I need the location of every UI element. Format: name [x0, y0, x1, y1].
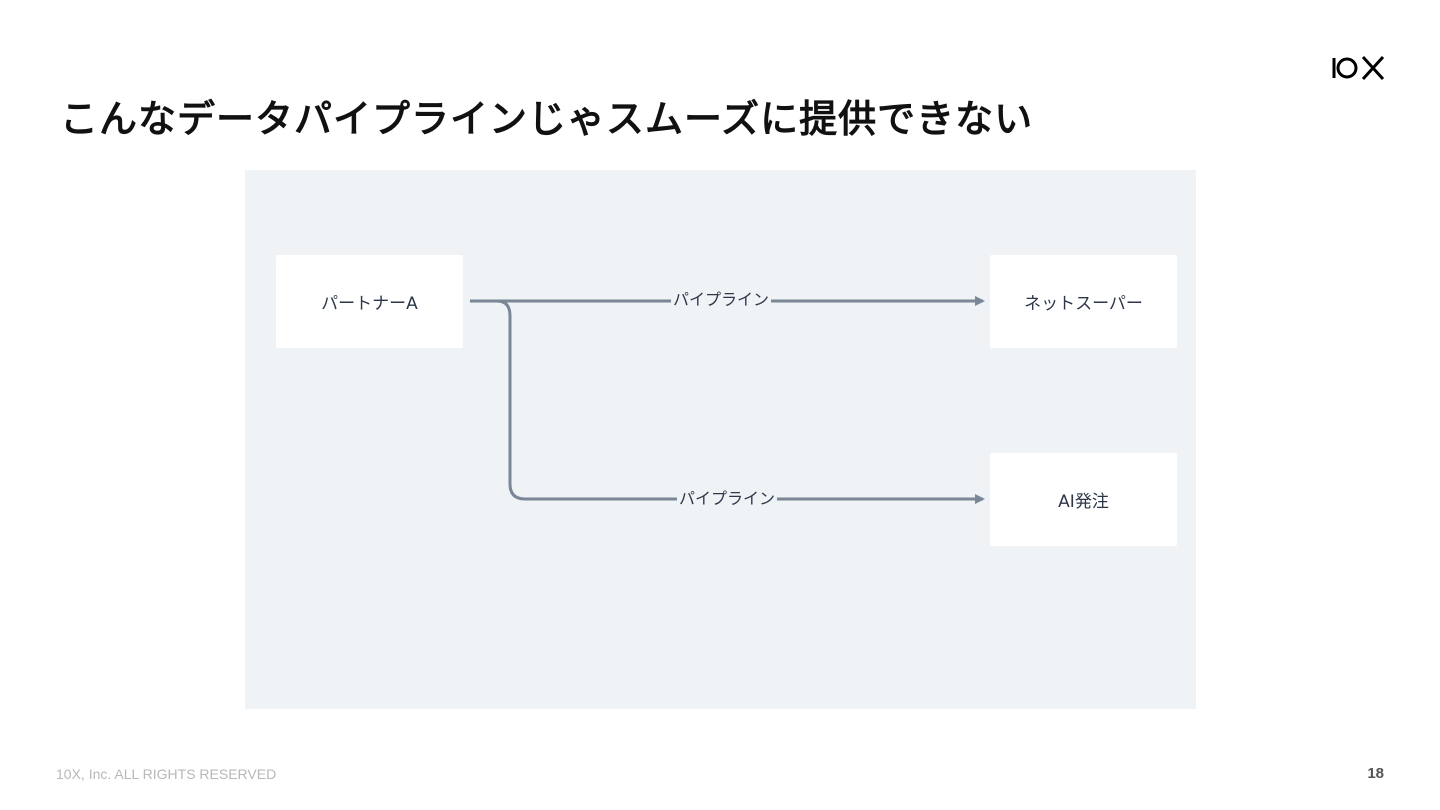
node-partner-a: パートナーA — [276, 255, 463, 348]
page-number: 18 — [1367, 765, 1384, 782]
edge-label-pipeline-1: パイプライン — [671, 290, 772, 310]
diagram-edges — [470, 296, 985, 504]
node-net-super: ネットスーパー — [990, 255, 1177, 348]
pipeline-diagram: パイプライン パイプライン パートナーA ネットスーパー AI発注 — [245, 170, 1196, 709]
edge-partner-to-ai — [496, 299, 985, 504]
10x-logo — [1332, 55, 1385, 81]
slide-title: こんなデータパイプラインじゃスムーズに提供できない — [60, 97, 1034, 141]
edge-label-pipeline-2: パイプライン — [677, 489, 778, 509]
footer-copyright: 10X, Inc. ALL RIGHTS RESERVED — [56, 766, 277, 782]
node-ai-ordering: AI発注 — [990, 453, 1177, 546]
